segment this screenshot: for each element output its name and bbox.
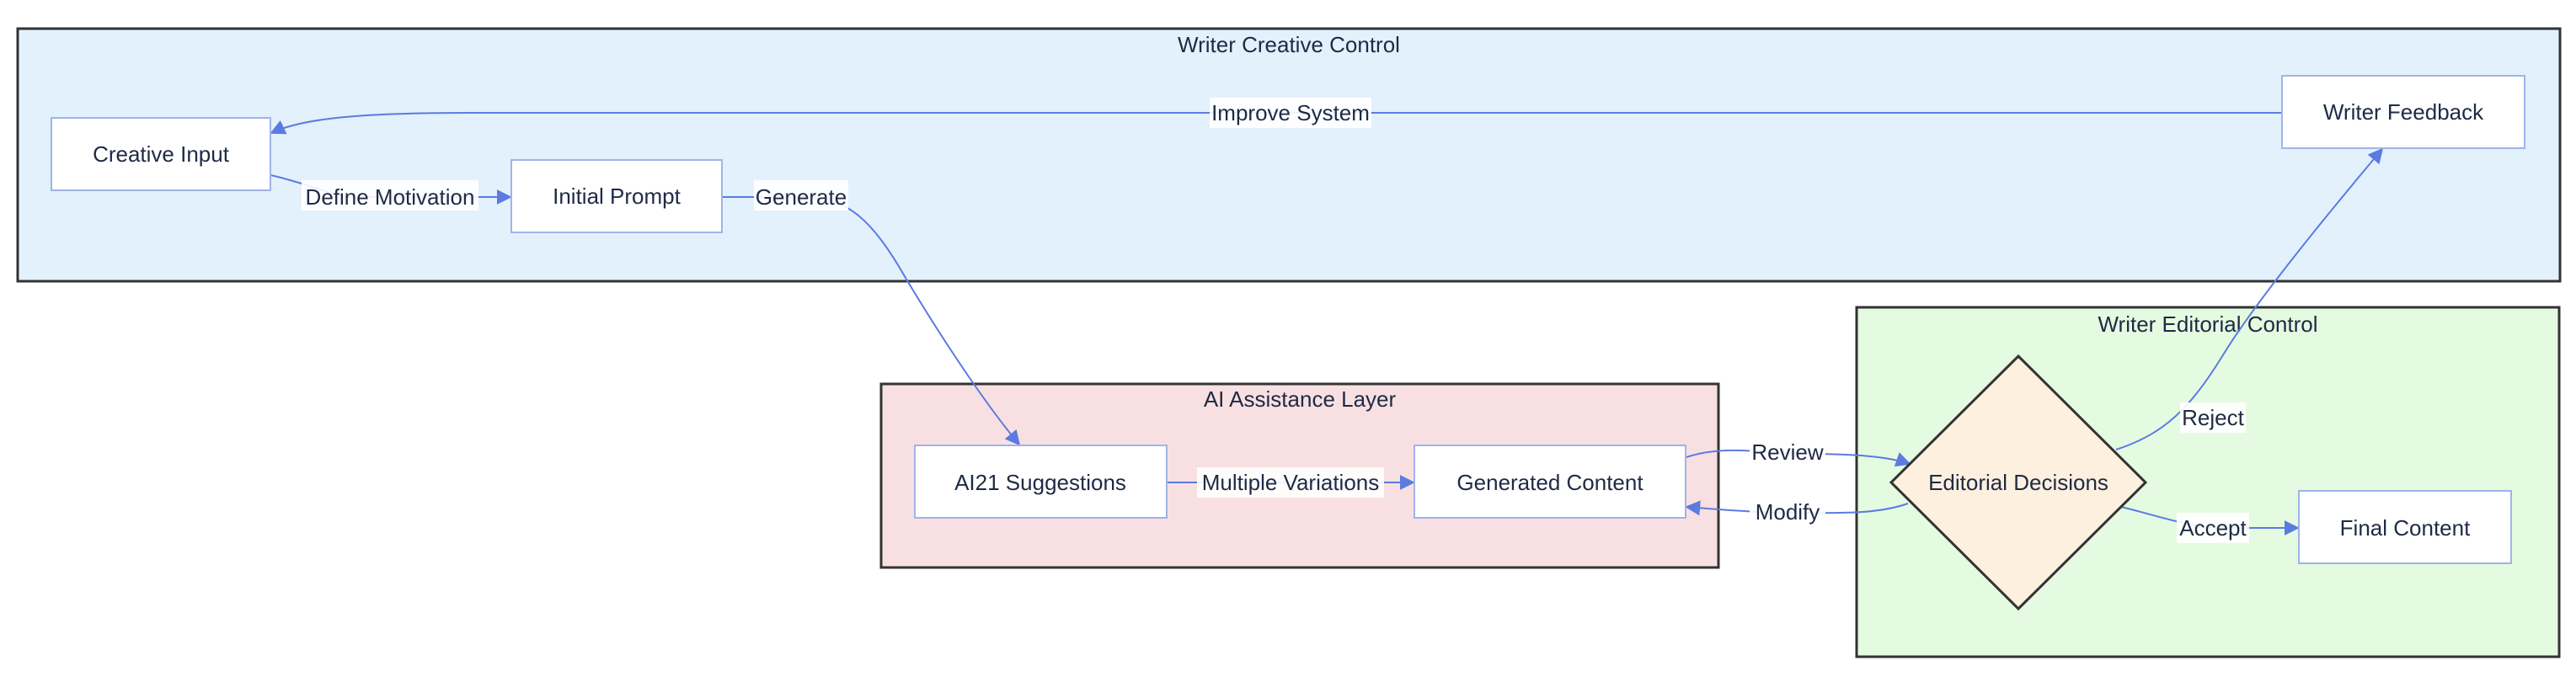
node-generated-content-box bbox=[1414, 445, 1686, 519]
node-initial-prompt-box bbox=[510, 159, 723, 233]
label-modify: Modify bbox=[1756, 499, 1820, 525]
node-creative-input-box bbox=[51, 117, 271, 191]
cluster-writer-creative-control: Writer Creative Control bbox=[16, 27, 2562, 283]
label-bg-modify bbox=[1750, 497, 1825, 527]
node-final-content-label: Final Content bbox=[2340, 515, 2471, 541]
node-generated-content-label: Generated Content bbox=[1456, 470, 1643, 495]
node-writer-feedback[interactable]: Writer Feedback bbox=[2281, 75, 2525, 149]
label-review: Review bbox=[1751, 440, 1823, 465]
label-improve-system: Improve System bbox=[1211, 100, 1370, 125]
node-ai21-suggestions[interactable]: AI21 Suggestions bbox=[914, 445, 1168, 519]
node-creative-input-label: Creative Input bbox=[93, 141, 230, 167]
cluster-creative-title: Writer Creative Control bbox=[1178, 32, 1400, 57]
cluster-ai-title: AI Assistance Layer bbox=[1204, 386, 1397, 412]
label-define-motivation: Define Motivation bbox=[306, 184, 475, 210]
decision-diamond bbox=[1889, 354, 2148, 611]
label-bg-generate bbox=[754, 180, 848, 210]
node-generated-content[interactable]: Generated Content bbox=[1414, 445, 1686, 519]
label-generate: Generate bbox=[756, 184, 847, 210]
edge-reject bbox=[2115, 147, 2384, 450]
label-multiple-variations: Multiple Variations bbox=[1202, 470, 1380, 495]
node-editorial-decisions-label: Editorial Decisions bbox=[1928, 470, 2108, 495]
label-bg-improve-system bbox=[1210, 98, 1371, 128]
node-initial-prompt-label: Initial Prompt bbox=[553, 184, 681, 209]
node-initial-prompt[interactable]: Initial Prompt bbox=[510, 159, 723, 233]
node-writer-feedback-label: Writer Feedback bbox=[2323, 99, 2484, 125]
label-reject: Reject bbox=[2182, 405, 2244, 430]
cluster-editorial-title: Writer Editorial Control bbox=[2098, 312, 2317, 337]
label-accept: Accept bbox=[2179, 515, 2247, 541]
label-bg-define-motivation bbox=[302, 180, 478, 210]
node-ai21-suggestions-label: AI21 Suggestions bbox=[954, 470, 1126, 495]
edge-improve-system bbox=[270, 112, 2282, 135]
node-writer-feedback-box bbox=[2281, 75, 2525, 149]
cluster-creative-box bbox=[16, 27, 2562, 283]
label-bg-accept bbox=[2177, 513, 2249, 543]
node-creative-input[interactable]: Creative Input bbox=[51, 117, 271, 191]
node-final-content-box bbox=[2298, 490, 2512, 564]
label-bg-multiple-variations bbox=[1197, 467, 1384, 498]
label-bg-reject bbox=[2180, 402, 2246, 433]
edge-labels: Define Motivation Generate Improve Syste… bbox=[302, 98, 2249, 543]
node-final-content[interactable]: Final Content bbox=[2298, 490, 2512, 564]
label-bg-review bbox=[1750, 437, 1825, 467]
node-ai21-suggestions-box bbox=[914, 445, 1168, 519]
node-editorial-decisions[interactable]: Editorial Decisions bbox=[1889, 354, 2148, 611]
